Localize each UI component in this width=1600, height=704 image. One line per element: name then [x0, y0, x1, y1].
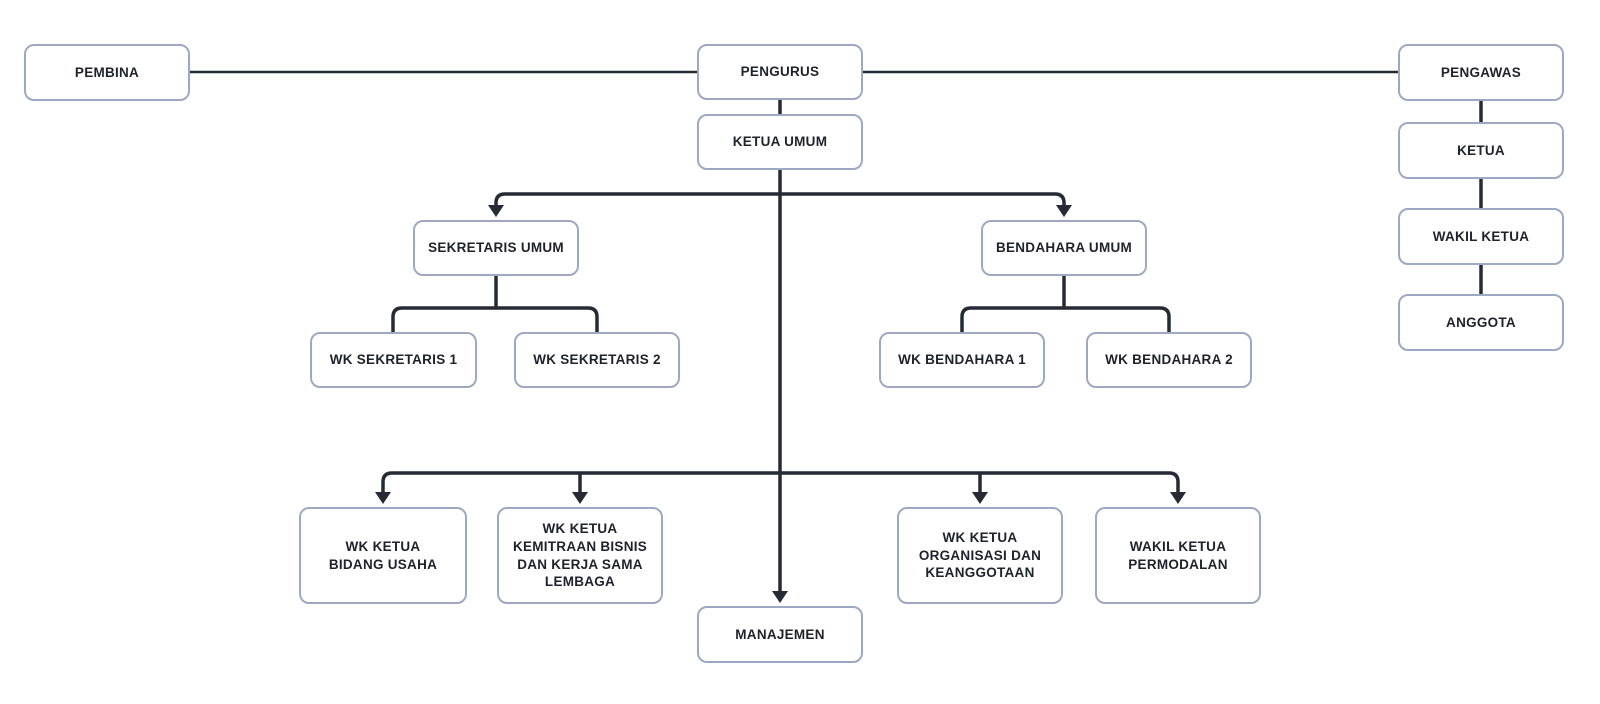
- node-wakil-ketua-permodalan: WAKIL KETUA PERMODALAN: [1095, 507, 1261, 604]
- connector-sekretaris-split: [391, 306, 599, 332]
- connector-bendahara-split: [960, 306, 1171, 332]
- arrowhead-icon-arrow-into-wk-ketua-kemitraan: [572, 492, 588, 504]
- node-ketua: KETUA: [1398, 122, 1564, 179]
- node-label-anggota: ANGGOTA: [1446, 314, 1516, 330]
- node-wk-sekretaris-2: WK SEKRETARIS 2: [514, 332, 680, 388]
- node-label-pengurus: PENGURUS: [740, 64, 820, 80]
- node-wk-bendahara-1: WK BENDAHARA 1: [879, 332, 1045, 388]
- node-label-pengawas: PENGAWAS: [1440, 64, 1522, 80]
- node-label-wk-sekretaris-1: WK SEKRETARIS 1: [329, 352, 458, 368]
- node-bendahara-umum: BENDAHARA UMUM: [981, 220, 1147, 276]
- node-label-wakil-ketua-permodalan: WAKIL KETUA PERMODALAN: [1128, 538, 1228, 572]
- node-pembina: PEMBINA: [24, 44, 190, 101]
- node-label-sekretaris-umum: SEKRETARIS UMUM: [428, 240, 564, 256]
- node-wk-bendahara-2: WK BENDAHARA 2: [1086, 332, 1252, 388]
- node-manajemen: MANAJEMEN: [697, 606, 863, 663]
- connector-lower-branch-bar: [381, 471, 1180, 493]
- node-ketua-umum: KETUA UMUM: [697, 114, 863, 170]
- node-sekretaris-umum: SEKRETARIS UMUM: [413, 220, 579, 276]
- arrowhead-icon-arrow-into-bendahara-umum: [1056, 205, 1072, 217]
- node-anggota: ANGGOTA: [1398, 294, 1564, 351]
- connector-branch-sekretaris-bendahara: [494, 192, 1066, 206]
- arrowhead-icon-arrow-into-wk-ketua-organisasi: [972, 492, 988, 504]
- arrowhead-icon-arrow-into-wakil-ketua-permodalan: [1170, 492, 1186, 504]
- node-label-wk-bendahara-2: WK BENDAHARA 2: [1105, 352, 1233, 368]
- node-label-bendahara-umum: BENDAHARA UMUM: [995, 240, 1133, 256]
- node-label-wakil-ketua: WAKIL KETUA: [1432, 228, 1530, 244]
- node-wk-ketua-organisasi: WK KETUA ORGANISASI DAN KEANGGOTAAN: [897, 507, 1063, 604]
- node-label-wk-ketua-kemitraan: WK KETUA KEMITRAAN BISNIS DAN KERJA SAMA…: [512, 520, 648, 590]
- node-wakil-ketua: WAKIL KETUA: [1398, 208, 1564, 265]
- node-label-wk-bendahara-1: WK BENDAHARA 1: [898, 352, 1026, 368]
- node-label-manajemen: MANAJEMEN: [735, 626, 825, 642]
- node-label-wk-ketua-bidang-usaha: WK KETUA BIDANG USAHA: [328, 538, 438, 572]
- node-label-wk-sekretaris-2: WK SEKRETARIS 2: [533, 352, 661, 368]
- node-pengurus: PENGURUS: [697, 44, 863, 100]
- arrowhead-icon-arrow-into-sekretaris-umum: [488, 205, 504, 217]
- node-wk-sekretaris-1: WK SEKRETARIS 1: [310, 332, 477, 388]
- node-label-pembina: PEMBINA: [74, 64, 140, 80]
- arrowhead-icon-arrow-into-manajemen: [772, 591, 788, 603]
- node-wk-ketua-bidang-usaha: WK KETUA BIDANG USAHA: [299, 507, 467, 604]
- node-pengawas: PENGAWAS: [1398, 44, 1564, 101]
- node-label-wk-ketua-organisasi: WK KETUA ORGANISASI DAN KEANGGOTAAN: [918, 529, 1042, 581]
- arrowhead-icon-arrow-into-wk-ketua-bidang-usaha: [375, 492, 391, 504]
- node-label-ketua-umum: KETUA UMUM: [732, 134, 828, 150]
- node-wk-ketua-kemitraan: WK KETUA KEMITRAAN BISNIS DAN KERJA SAMA…: [497, 507, 663, 604]
- node-label-ketua: KETUA: [1457, 142, 1505, 158]
